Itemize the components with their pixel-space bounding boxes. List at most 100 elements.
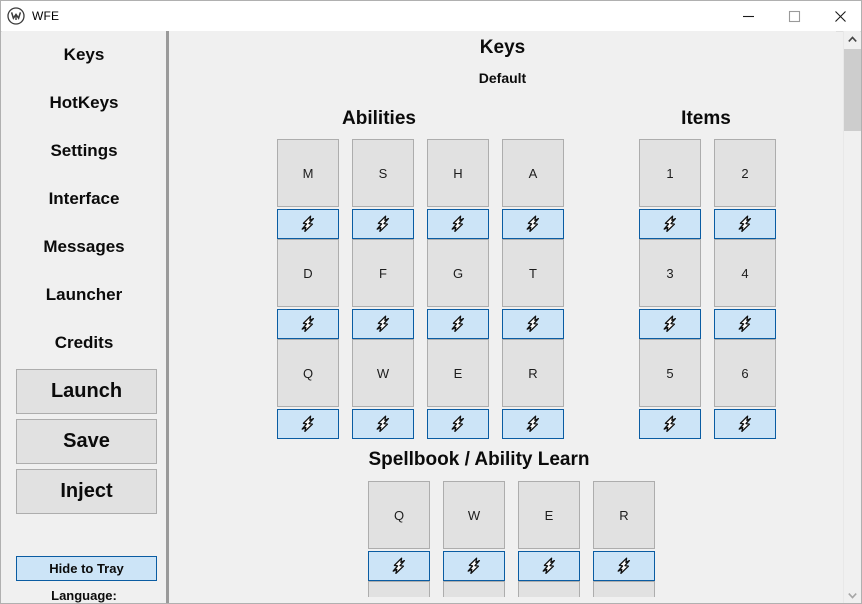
lightning-bolt-icon (298, 314, 318, 334)
key-bind-button[interactable]: R (593, 481, 655, 549)
lightning-bolt-icon (389, 556, 409, 576)
lightning-bolt-icon (373, 314, 393, 334)
key-action-button[interactable] (502, 209, 564, 239)
key-action-button[interactable] (518, 551, 580, 581)
key-bind-button[interactable]: 6 (714, 339, 776, 407)
key-action-button[interactable] (277, 409, 339, 439)
key-action-button[interactable] (639, 209, 701, 239)
key-slot: H (427, 139, 489, 239)
key-bind-button[interactable]: G (427, 239, 489, 307)
key-slot: T (502, 239, 564, 339)
key-action-button[interactable] (502, 309, 564, 339)
window-controls (725, 1, 861, 31)
lightning-bolt-icon (660, 214, 680, 234)
key-bind-button[interactable] (518, 581, 580, 597)
key-action-button[interactable] (639, 409, 701, 439)
key-bind-button[interactable]: T (502, 239, 564, 307)
lightning-bolt-icon (660, 314, 680, 334)
key-bind-button[interactable]: A (502, 139, 564, 207)
vertical-scrollbar[interactable] (843, 31, 861, 603)
inject-button[interactable]: Inject (16, 469, 157, 514)
sidebar-item-keys[interactable]: Keys (63, 45, 105, 64)
key-bind-button[interactable]: 5 (639, 339, 701, 407)
page-subtitle: Default (478, 70, 527, 86)
key-bind-button[interactable]: 4 (714, 239, 776, 307)
sidebar-item-messages[interactable]: Messages (43, 237, 125, 256)
key-bind-button[interactable] (443, 581, 505, 597)
maximize-icon[interactable] (771, 1, 817, 31)
key-slot: 3 (639, 239, 701, 339)
minimize-icon[interactable] (725, 1, 771, 31)
key-bind-button[interactable]: W (352, 339, 414, 407)
key-bind-button[interactable]: D (277, 239, 339, 307)
key-action-button[interactable] (427, 409, 489, 439)
key-action-button[interactable] (593, 551, 655, 581)
scroll-up-arrow-icon[interactable] (844, 31, 861, 48)
lightning-bolt-icon (298, 214, 318, 234)
key-action-button[interactable] (277, 309, 339, 339)
key-slot: 2 (714, 139, 776, 239)
sidebar-item-settings[interactable]: Settings (50, 141, 118, 160)
key-slot: Q (277, 339, 339, 439)
lightning-bolt-icon (523, 314, 543, 334)
key-bind-button[interactable] (593, 581, 655, 597)
scrollbar-thumb[interactable] (844, 49, 861, 131)
lightning-bolt-icon (373, 214, 393, 234)
key-bind-button[interactable]: R (502, 339, 564, 407)
key-slot: Q (368, 481, 430, 581)
save-button[interactable]: Save (16, 419, 157, 464)
sidebar-divider (166, 31, 169, 603)
key-slot: 6 (714, 339, 776, 439)
lightning-bolt-icon (523, 414, 543, 434)
key-bind-button[interactable]: 1 (639, 139, 701, 207)
key-bind-button[interactable]: E (427, 339, 489, 407)
lightning-bolt-icon (298, 414, 318, 434)
key-action-button[interactable] (277, 209, 339, 239)
lightning-bolt-icon (448, 214, 468, 234)
key-slot: E (518, 481, 580, 581)
sidebar-item-credits[interactable]: Credits (54, 333, 114, 352)
page-title: Keys (479, 37, 526, 58)
key-action-button[interactable] (368, 551, 430, 581)
key-slot: A (502, 139, 564, 239)
section-title-spellbook: Spellbook / Ability Learn (368, 449, 590, 470)
key-slot: 1 (639, 139, 701, 239)
key-action-button[interactable] (352, 309, 414, 339)
key-bind-button[interactable]: W (443, 481, 505, 549)
key-action-button[interactable] (714, 309, 776, 339)
hide-to-tray-button[interactable]: Hide to Tray (16, 556, 157, 581)
sidebar-item-hotkeys[interactable]: HotKeys (49, 93, 119, 112)
key-action-button[interactable] (443, 551, 505, 581)
key-slot: R (502, 339, 564, 439)
key-action-button[interactable] (502, 409, 564, 439)
key-action-button[interactable] (714, 409, 776, 439)
launch-button[interactable]: Launch (16, 369, 157, 414)
title-bar: WFE (1, 1, 861, 32)
key-bind-button[interactable]: 2 (714, 139, 776, 207)
key-action-button[interactable] (639, 309, 701, 339)
lightning-bolt-icon (660, 414, 680, 434)
key-bind-button[interactable]: S (352, 139, 414, 207)
key-action-button[interactable] (352, 409, 414, 439)
sidebar-item-interface[interactable]: Interface (48, 189, 120, 208)
key-action-button[interactable] (352, 209, 414, 239)
lightning-bolt-icon (735, 314, 755, 334)
close-icon[interactable] (817, 1, 861, 31)
key-bind-button[interactable] (368, 581, 430, 597)
key-bind-button[interactable]: Q (277, 339, 339, 407)
scroll-down-arrow-icon[interactable] (844, 587, 861, 603)
key-slot: R (593, 481, 655, 581)
key-bind-button[interactable]: F (352, 239, 414, 307)
language-label: Language: (51, 588, 117, 603)
key-bind-button[interactable]: 3 (639, 239, 701, 307)
key-action-button[interactable] (427, 309, 489, 339)
key-action-button[interactable] (714, 209, 776, 239)
sidebar-item-launcher[interactable]: Launcher (45, 285, 123, 304)
key-slot: M (277, 139, 339, 239)
key-bind-button[interactable]: Q (368, 481, 430, 549)
key-bind-button[interactable]: H (427, 139, 489, 207)
key-slot: S (352, 139, 414, 239)
key-action-button[interactable] (427, 209, 489, 239)
key-bind-button[interactable]: E (518, 481, 580, 549)
key-bind-button[interactable]: M (277, 139, 339, 207)
